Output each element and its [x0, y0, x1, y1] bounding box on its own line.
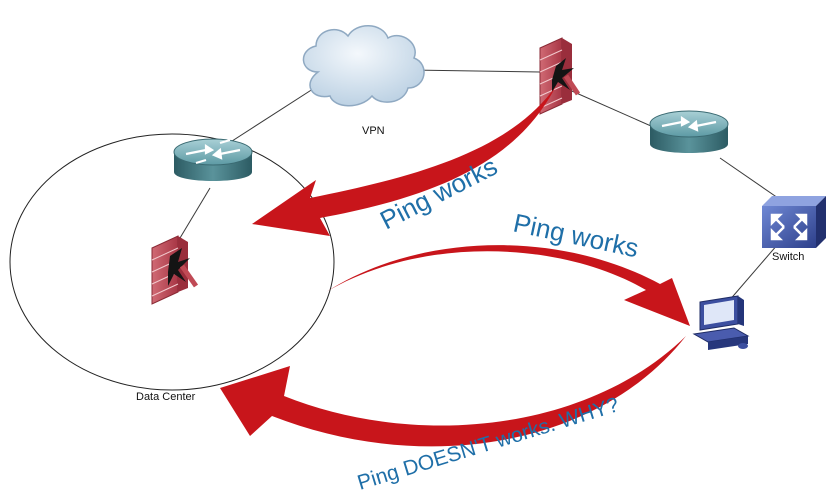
router-icon-right[interactable] [649, 110, 729, 153]
link-router-right-switch [719, 157, 779, 199]
router-icon-left[interactable] [173, 138, 253, 181]
data-center-boundary [9, 133, 335, 391]
switch-icon[interactable] [762, 196, 826, 248]
link-router-left-firewall [179, 187, 211, 239]
ping-arrows [220, 86, 690, 447]
link-cloud-firewall-top [409, 69, 541, 73]
arrow-ping-firewall-to-router [252, 86, 556, 236]
vpn-label: VPN [362, 125, 385, 137]
firewall-icon-top[interactable] [539, 37, 581, 115]
link-switch-workstation [727, 243, 779, 303]
link-firewall-top-router-right [564, 87, 661, 131]
arrow-ping-workstation-to-datacenter [220, 336, 686, 447]
switch-label: Switch [772, 251, 804, 263]
cloud-icon[interactable] [302, 25, 425, 107]
workstation-icon[interactable] [692, 295, 750, 350]
data-center-label: Data Center [136, 391, 196, 403]
firewall-icon-datacenter[interactable] [151, 235, 199, 305]
arrow-ping-datacenter-to-workstation [326, 245, 690, 326]
